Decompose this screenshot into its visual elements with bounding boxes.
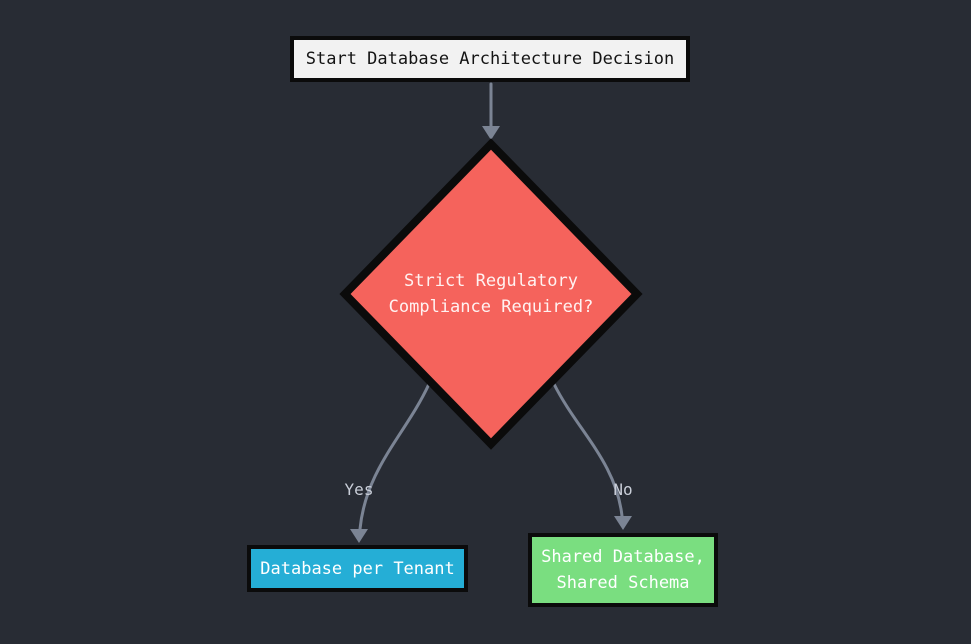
decision-label-line-2: Compliance Required? bbox=[388, 297, 594, 317]
yes-result-label: Database per Tenant bbox=[260, 558, 455, 579]
arrowhead-no-icon bbox=[614, 516, 632, 530]
node-database-per-tenant: Database per Tenant bbox=[247, 545, 468, 592]
edge-label-no: No bbox=[613, 480, 633, 499]
edge-decision-to-no bbox=[552, 382, 624, 518]
edge-label-yes: Yes bbox=[344, 480, 374, 499]
no-result-label-line-1: Shared Database, bbox=[541, 547, 705, 567]
arrowhead-start-to-decision-icon bbox=[482, 126, 500, 140]
no-result-label-line-2: Shared Schema bbox=[556, 573, 690, 593]
arrowhead-yes-icon bbox=[350, 529, 368, 543]
node-start: Start Database Architecture Decision bbox=[290, 36, 690, 82]
decision-diamond-shape bbox=[339, 138, 643, 450]
node-shared-database-shared-schema: Shared Database, Shared Schema bbox=[528, 533, 718, 607]
decision-label-line-1: Strict Regulatory bbox=[404, 271, 578, 291]
edge-decision-to-yes bbox=[358, 382, 431, 531]
node-decision-label: Strict Regulatory Compliance Required? bbox=[341, 268, 641, 320]
node-start-label: Start Database Architecture Decision bbox=[305, 49, 675, 69]
